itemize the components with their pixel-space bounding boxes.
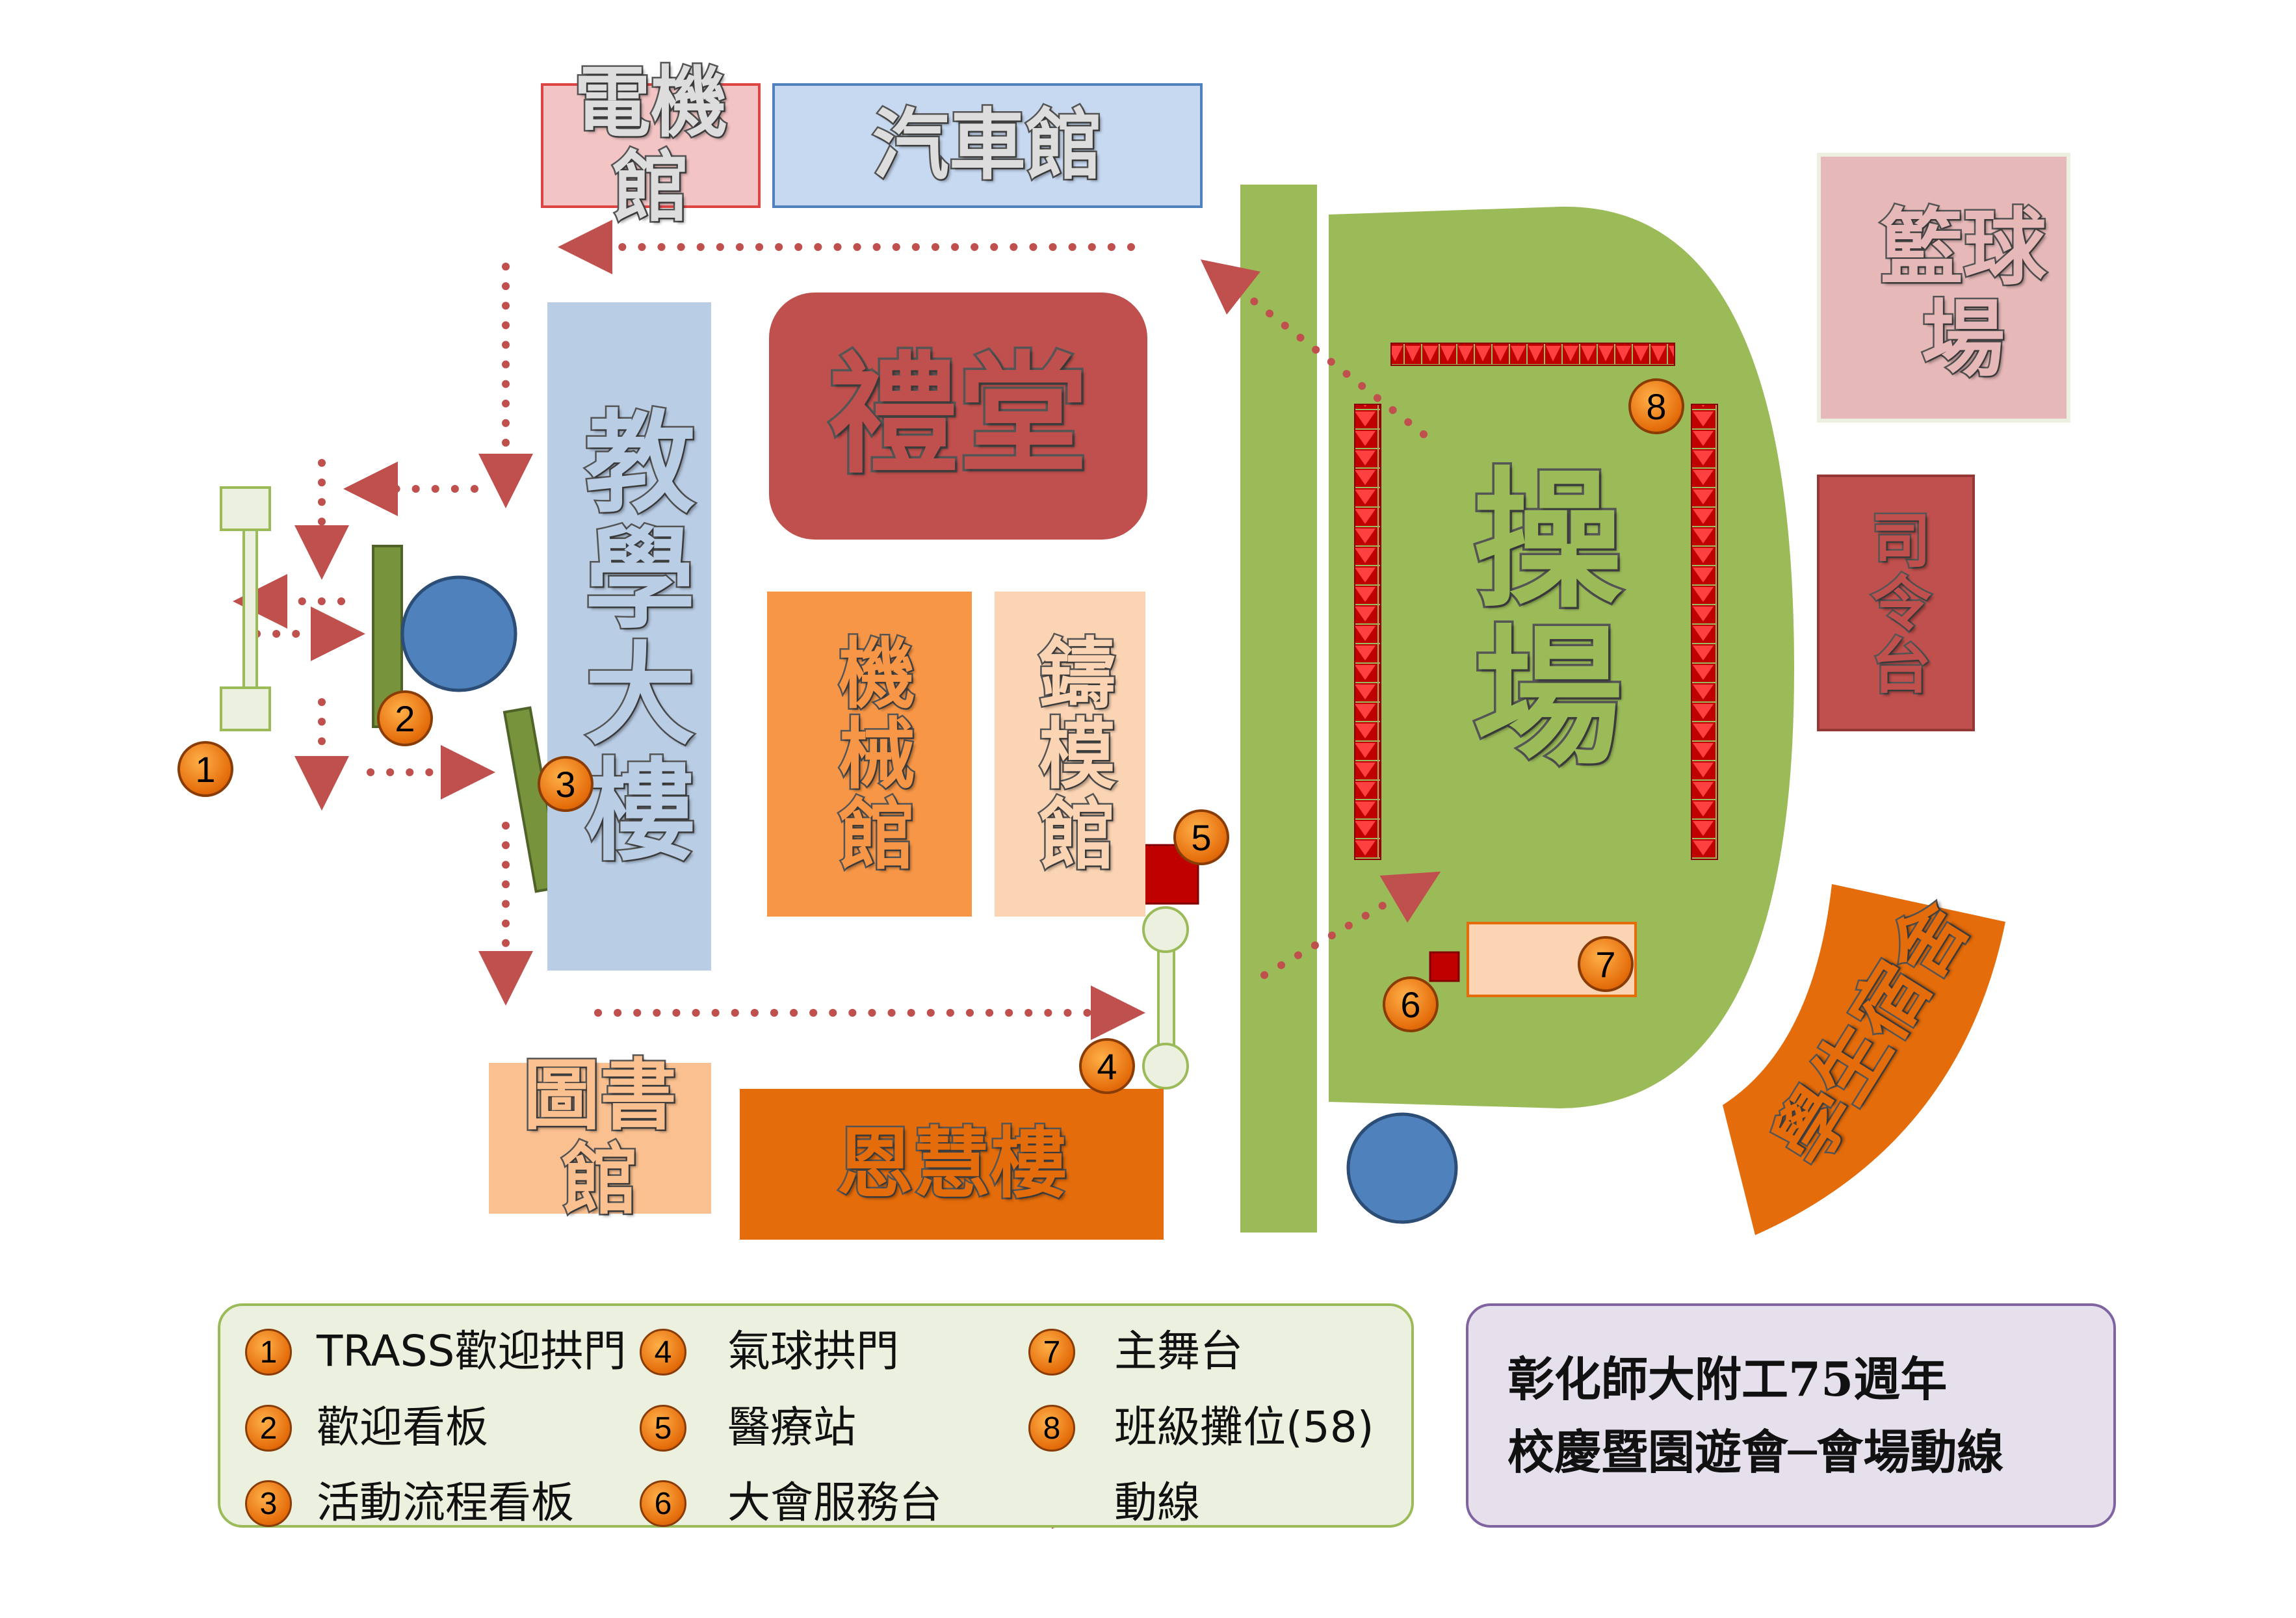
legend-badge-2: 2 xyxy=(245,1405,292,1452)
blue-circle-bottom xyxy=(1346,1112,1458,1224)
title-box: 彰化師大附工75週年 校慶暨園遊會─會場動線 xyxy=(1466,1303,2116,1528)
stall-strip-left xyxy=(1354,404,1381,860)
stall-strip-right xyxy=(1691,404,1718,860)
command-platform-label: 司令台 xyxy=(1860,507,1933,699)
legend: 1 TRASS歡迎拱門 2 歡迎看板 3 活動流程看板 4 氣球拱門 5 醫療站… xyxy=(218,1303,1414,1528)
building-zhihui: 恩慧樓 xyxy=(740,1089,1164,1240)
service-desk xyxy=(1429,951,1460,982)
legend-label-1: TRASS歡迎拱門 xyxy=(317,1326,627,1376)
route-lines xyxy=(233,220,1441,1040)
marker-6: 6 xyxy=(1383,976,1439,1032)
building-library: 圖書館 xyxy=(489,1052,711,1223)
legend-badge-1: 1 xyxy=(245,1329,292,1376)
building-machinery-hall: 機械館 xyxy=(767,592,972,917)
legend-label-8: 班級攤位(58) xyxy=(1114,1402,1374,1452)
building-command-platform: 司令台 xyxy=(1817,475,1975,731)
building-electric-hall: 電機館 xyxy=(541,59,761,231)
electric-hall-label: 電機館 xyxy=(572,58,729,232)
legend-badge-4: 4 xyxy=(640,1329,686,1376)
legend-label-4: 氣球拱門 xyxy=(727,1326,899,1376)
route-field-out xyxy=(1200,259,1428,438)
legend-label-2: 歡迎看板 xyxy=(317,1402,488,1452)
building-teaching: 教學大樓 xyxy=(547,302,711,971)
marker-5: 5 xyxy=(1173,809,1229,865)
marker-2: 2 xyxy=(377,690,433,746)
basketball-court-label: 籃球場 xyxy=(1878,199,2048,388)
legend-badge-8: 8 xyxy=(1028,1405,1075,1452)
legend-badge-6: 6 xyxy=(640,1480,686,1527)
zhihui-building-label: 恩慧樓 xyxy=(835,1119,1068,1209)
stall-strip-top xyxy=(1390,343,1675,366)
trass-welcome-arch xyxy=(220,486,271,731)
casting-hall-label: 鑄模館 xyxy=(1024,632,1117,877)
auditorium-label: 禮堂 xyxy=(826,340,1090,491)
legend-label-5: 醫療站 xyxy=(727,1402,856,1452)
marker-8: 8 xyxy=(1628,378,1684,434)
title-line-1: 彰化師大附工75週年 xyxy=(1507,1351,1948,1407)
machinery-hall-label: 機械館 xyxy=(824,632,917,877)
dormitory-label: 學生宿舍 xyxy=(1757,886,1987,1181)
playground-label-box: 操場 xyxy=(1445,449,1623,787)
auto-hall-label: 汽車館 xyxy=(870,100,1104,190)
legend-badge-7: 7 xyxy=(1028,1329,1075,1376)
building-auditorium: 禮堂 xyxy=(769,293,1147,540)
marker-4: 4 xyxy=(1079,1038,1135,1094)
legend-label-3: 活動流程看板 xyxy=(317,1478,574,1528)
balloon-arch xyxy=(1142,906,1189,1090)
playground-label: 操場 xyxy=(1445,458,1623,777)
blue-circle-gate xyxy=(400,575,517,692)
building-basketball-court: 籃球場 xyxy=(1817,153,2070,423)
building-casting-hall: 鑄模館 xyxy=(995,592,1145,917)
playground-field xyxy=(1329,206,1794,1108)
marker-1: 1 xyxy=(177,741,233,797)
legend-badge-3: 3 xyxy=(245,1480,292,1527)
dormitory-arc xyxy=(1723,884,2005,1235)
legend-badge-5: 5 xyxy=(640,1405,686,1452)
green-road xyxy=(1240,185,1317,1233)
building-auto-hall: 汽車館 xyxy=(772,83,1203,208)
marker-3: 3 xyxy=(538,756,594,812)
title-line-2: 校慶暨園遊會─會場動線 xyxy=(1507,1424,2004,1480)
legend-label-7: 主舞台 xyxy=(1114,1326,1243,1376)
marker-7: 7 xyxy=(1578,936,1634,992)
legend-route-label: 動線 xyxy=(1114,1478,1200,1528)
dormitory-label-box: 學生宿舍 xyxy=(1716,886,2028,1181)
legend-label-6: 大會服務台 xyxy=(727,1478,942,1528)
library-label: 圖書館 xyxy=(521,1050,678,1225)
